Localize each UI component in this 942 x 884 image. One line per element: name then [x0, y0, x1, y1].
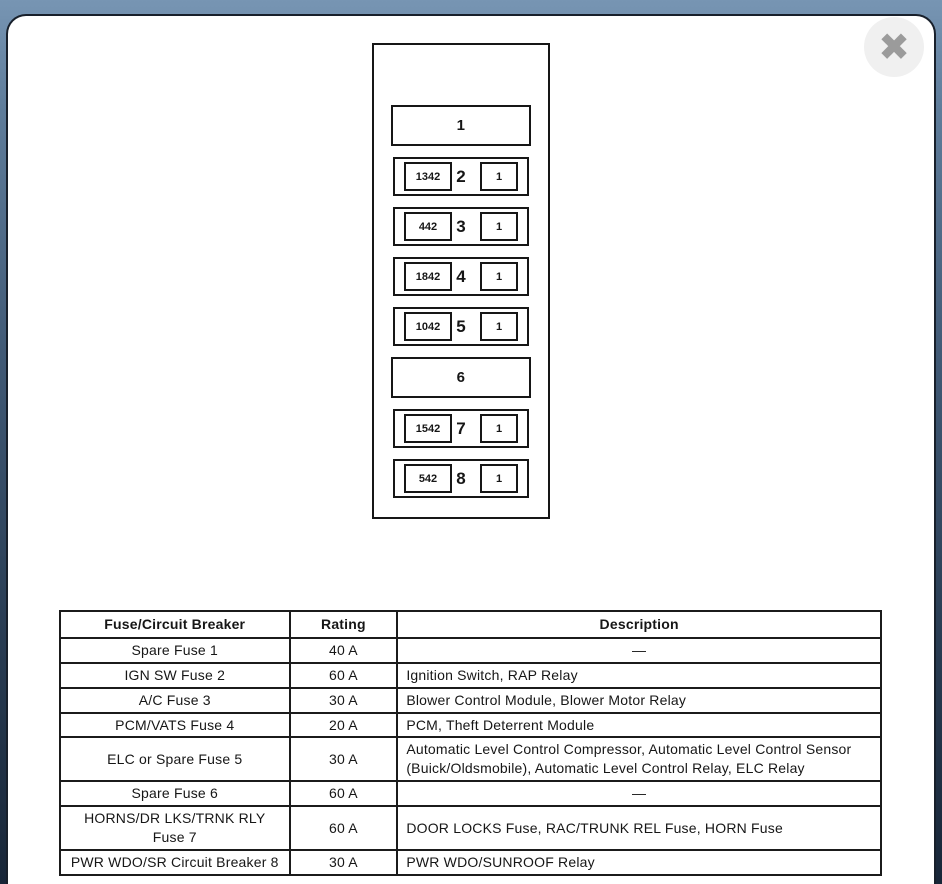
fuse-slot-label: 7	[456, 418, 466, 438]
fuse-table: Fuse/Circuit Breaker Rating Description …	[59, 610, 882, 876]
fuse-slot-label: 2	[456, 166, 466, 186]
fuse-name-cell: HORNS/DR LKS/TRNK RLY Fuse 7	[59, 805, 291, 851]
cavity-code-box: 1	[480, 312, 518, 341]
fuse-slot-7: 1542 7 1	[393, 409, 529, 448]
table-row: PCM/VATS Fuse 4 20 A PCM, Theft Deterren…	[59, 711, 882, 739]
cavity-code-box: 1	[480, 162, 518, 191]
fuse-desc-cell: —	[396, 636, 882, 664]
table-row: IGN SW Fuse 2 60 A Ignition Switch, RAP …	[59, 661, 882, 689]
fuse-box-diagram: 1 1342 2 1 442 3 1 1842 4 1 1042 5 1 6 1…	[372, 43, 550, 519]
fuse-slot-6: 6	[391, 357, 531, 398]
fuse-desc-cell: Ignition Switch, RAP Relay	[396, 661, 882, 689]
fuse-rating-cell: 30 A	[288, 686, 399, 714]
fuse-desc-cell: Automatic Level Control Compressor, Auto…	[396, 736, 882, 783]
fuse-rating-cell: 30 A	[288, 736, 399, 783]
fuse-slot-2: 1342 2 1	[393, 157, 529, 196]
fuse-slot-8: 542 8 1	[393, 459, 529, 498]
fuse-slot-label: 8	[456, 468, 466, 488]
table-row: A/C Fuse 3 30 A Blower Control Module, B…	[59, 686, 882, 714]
col-header-description: Description	[396, 610, 882, 639]
cavity-code-box: 1	[480, 414, 518, 443]
circuit-code-box: 1842	[404, 262, 452, 291]
circuit-code-box: 1342	[404, 162, 452, 191]
fuse-slot-label: 1	[456, 117, 466, 134]
fuse-slot-5: 1042 5 1	[393, 307, 529, 346]
fuse-desc-cell: Blower Control Module, Blower Motor Rela…	[396, 686, 882, 714]
fuse-slot-label: 4	[456, 266, 466, 286]
fuse-slot-3: 442 3 1	[393, 207, 529, 246]
fuse-name-cell: Spare Fuse 6	[59, 780, 291, 808]
fuse-rating-cell: 60 A	[288, 805, 399, 851]
fuse-slot-label: 3	[456, 216, 466, 236]
table-row: HORNS/DR LKS/TRNK RLY Fuse 7 60 A DOOR L…	[59, 805, 882, 851]
fuse-rating-cell: 60 A	[288, 661, 399, 689]
table-header-row: Fuse/Circuit Breaker Rating Description	[59, 610, 882, 639]
fuse-desc-cell: PWR WDO/SUNROOF Relay	[396, 848, 882, 876]
circuit-code-box: 1042	[404, 312, 452, 341]
fuse-name-cell: PCM/VATS Fuse 4	[59, 711, 291, 739]
fuse-slot-label: 6	[456, 369, 466, 386]
col-header-fuse: Fuse/Circuit Breaker	[59, 610, 291, 639]
cavity-code-box: 1	[480, 464, 518, 493]
image-viewer-modal: 1 1342 2 1 442 3 1 1842 4 1 1042 5 1 6 1…	[6, 14, 936, 884]
fuse-rating-cell: 20 A	[288, 711, 399, 739]
table-row: PWR WDO/SR Circuit Breaker 8 30 A PWR WD…	[59, 848, 882, 876]
circuit-code-box: 542	[404, 464, 452, 493]
col-header-rating: Rating	[288, 610, 399, 639]
fuse-slot-1: 1	[391, 105, 531, 146]
fuse-name-cell: IGN SW Fuse 2	[59, 661, 291, 689]
table-row: ELC or Spare Fuse 5 30 A Automatic Level…	[59, 736, 882, 783]
close-icon: ✖	[878, 25, 910, 69]
fuse-name-cell: ELC or Spare Fuse 5	[59, 736, 291, 783]
fuse-name-cell: Spare Fuse 1	[59, 636, 291, 664]
circuit-code-box: 442	[404, 212, 452, 241]
fuse-slot-4: 1842 4 1	[393, 257, 529, 296]
cavity-code-box: 1	[480, 262, 518, 291]
close-button[interactable]: ✖	[864, 17, 924, 77]
fuse-desc-cell: PCM, Theft Deterrent Module	[396, 711, 882, 739]
table-row: Spare Fuse 1 40 A —	[59, 636, 882, 664]
fuse-desc-cell: —	[396, 780, 882, 808]
fuse-name-cell: A/C Fuse 3	[59, 686, 291, 714]
fuse-name-cell: PWR WDO/SR Circuit Breaker 8	[59, 848, 291, 876]
fuse-slot-label: 5	[456, 316, 466, 336]
fuse-rating-cell: 60 A	[288, 780, 399, 808]
cavity-code-box: 1	[480, 212, 518, 241]
fuse-rating-cell: 30 A	[288, 848, 399, 876]
fuse-rating-cell: 40 A	[288, 636, 399, 664]
fuse-desc-cell: DOOR LOCKS Fuse, RAC/TRUNK REL Fuse, HOR…	[396, 805, 882, 851]
table-row: Spare Fuse 6 60 A —	[59, 780, 882, 808]
circuit-code-box: 1542	[404, 414, 452, 443]
